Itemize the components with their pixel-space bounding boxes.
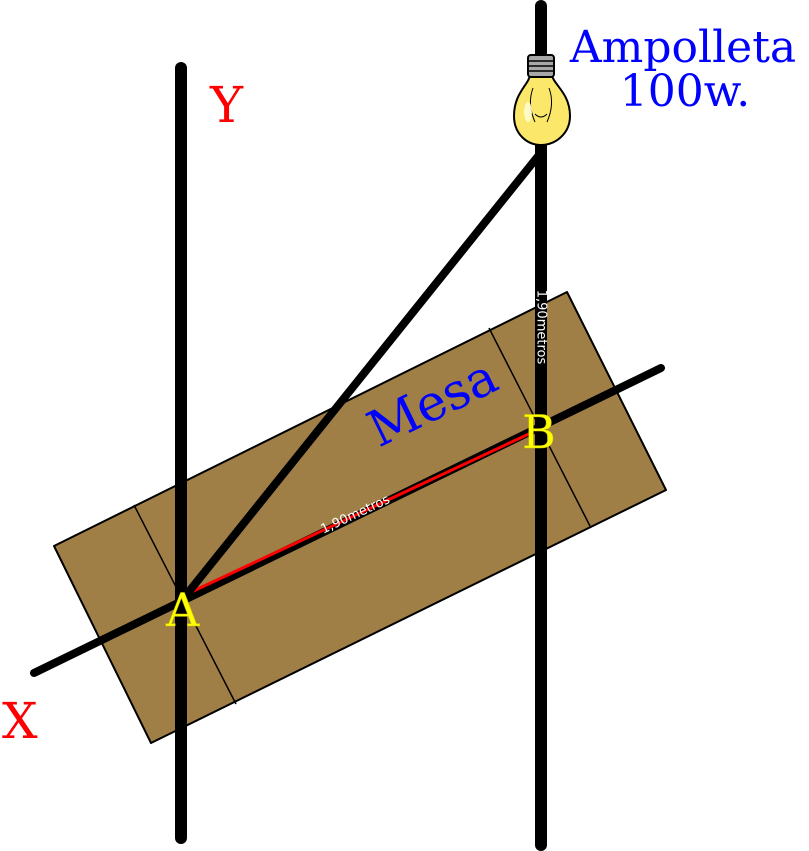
lamp-height-label: 1,90metros: [534, 290, 549, 365]
segment-ab: [186, 430, 534, 596]
lamp-label-line2: 100w.: [620, 66, 750, 117]
lamp-label-line1: Ampolleta: [569, 22, 796, 73]
y-axis-label: Y: [209, 76, 244, 134]
bulb-highlight: [524, 102, 532, 122]
bulb-glass: [512, 73, 572, 147]
point-a-label: A: [165, 583, 200, 637]
x-axis-label: X: [2, 692, 38, 750]
bulb-cap: [536, 48, 546, 56]
light-ray-line: [183, 146, 547, 598]
point-b-label: B: [522, 405, 556, 459]
light-bulb-icon: [512, 48, 572, 147]
